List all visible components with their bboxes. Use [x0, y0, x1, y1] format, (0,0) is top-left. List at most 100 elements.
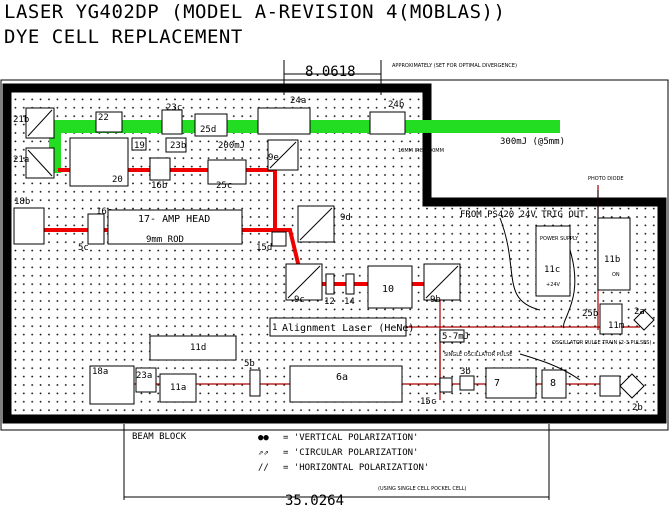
component-24b: 24b	[369, 100, 406, 135]
component-6a: 6a	[289, 365, 403, 403]
svg-text:16b: 16b	[151, 181, 167, 191]
pockels-trigger: FROM PS420 24V TRIG OUT	[460, 210, 585, 220]
svg-text:2a: 2a	[634, 307, 645, 317]
component-9d: 9d	[297, 205, 351, 243]
svg-text:2b: 2b	[632, 403, 643, 413]
component-22: 22	[95, 111, 123, 133]
alignment-laser: 1 Alignment Laser (HeNe)	[269, 317, 414, 337]
svg-text:24b: 24b	[388, 100, 404, 110]
svg-text:22: 22	[98, 113, 109, 123]
component-18b: 18b	[13, 197, 45, 245]
signal-cables	[499, 217, 581, 381]
component-15d: 15d	[256, 231, 287, 253]
component-9e: 9e	[267, 139, 299, 171]
svg-text:ON: ON	[612, 272, 620, 278]
svg-text:20: 20	[112, 175, 123, 185]
svg-text:7: 7	[494, 378, 500, 389]
svg-text:11m: 11m	[608, 321, 624, 331]
svg-text:23a: 23a	[136, 371, 152, 381]
component-9c: 9c	[285, 263, 323, 305]
svg-text:17- AMP HEAD: 17- AMP HEAD	[138, 214, 210, 225]
polarization-legend: ●● = 'VERTICAL POLARIZATION' ⇗⇗ = 'CIRCU…	[258, 433, 429, 473]
svg-text:11a: 11a	[170, 383, 186, 393]
top-dimension-note: APPROXIMATELY (SET FOR OPTIMAL DIVERGENC…	[392, 63, 517, 69]
svg-text:11d: 11d	[190, 343, 206, 353]
bottom-dimension: 35.0264 (USING SINGLE CELL POCKEL CELL)	[123, 424, 550, 507]
svg-text:POWER SUPPLY: POWER SUPPLY	[540, 236, 579, 242]
component-5: 5-7mJ	[439, 329, 469, 343]
component-21a: 21a	[13, 147, 55, 179]
svg-text:21a: 21a	[13, 155, 29, 165]
bottom-dimension-note: (USING SINGLE CELL POCKEL CELL)	[378, 486, 467, 492]
component-2a: 2a	[633, 307, 655, 331]
photo-diode: PHOTO DIODE	[588, 176, 624, 182]
component-23c: 23c	[161, 103, 183, 135]
svg-text:3b: 3b	[460, 367, 471, 377]
svg-text:9mm ROD: 9mm ROD	[146, 235, 184, 245]
svg-text:10: 10	[382, 284, 394, 295]
component-15c: 15c	[420, 377, 453, 407]
iris-label: 10MM IRIS 500MM	[398, 148, 444, 154]
svg-text:9d: 9d	[340, 213, 351, 223]
component-20: 20	[69, 137, 129, 187]
component-11c-power-supply: POWER SUPPLY 11c +24V	[535, 225, 579, 297]
green-beam-label: 300mJ (@5mm)	[500, 137, 565, 147]
svg-text:5-7mJ: 5-7mJ	[442, 332, 469, 342]
legend-vertical: = 'VERTICAL POLARIZATION'	[283, 433, 418, 443]
svg-text:11b: 11b	[604, 255, 620, 265]
component-18a: 18a	[89, 365, 135, 405]
title-line-2: DYE CELL REPLACEMENT	[4, 26, 243, 48]
svg-text:9c: 9c	[294, 295, 305, 305]
svg-text:12: 12	[324, 297, 335, 307]
component-16b: 16b	[149, 157, 171, 191]
component-5c: 5c	[78, 243, 89, 253]
beam-block-text: BEAM BLOCK	[132, 432, 187, 442]
legend-horizontal-symbol: //	[258, 463, 269, 473]
svg-text:11c: 11c	[544, 265, 560, 275]
component-3b: 3b	[459, 367, 475, 391]
svg-text:15d: 15d	[256, 243, 272, 253]
top-dimension: 8.0618 APPROXIMATELY (SET FOR OPTIMAL DI…	[283, 60, 517, 95]
svg-text:25b: 25b	[582, 309, 598, 319]
legend-horizontal: = 'HORIZONTAL POLARIZATION'	[283, 463, 429, 473]
svg-text:1: 1	[272, 323, 277, 333]
component-14: 14	[344, 273, 355, 307]
top-dimension-value: 8.0618	[305, 64, 356, 80]
component-5b: 5b	[244, 359, 261, 397]
component-11d: 11d	[149, 335, 237, 361]
component-16c: 16c	[87, 207, 112, 245]
energy-200: 200mJ	[218, 141, 245, 151]
legend-circular: = 'CIRCULAR POLARIZATION'	[283, 448, 418, 458]
svg-text:16c: 16c	[96, 207, 112, 217]
svg-text:9b: 9b	[430, 295, 441, 305]
svg-text:23b: 23b	[170, 141, 186, 151]
component-25b: 25b 11m	[582, 303, 624, 335]
svg-text:9e: 9e	[268, 153, 279, 163]
osc-train-label: OSCILLATOR PULSE TRAIN (2-3 PULSES)	[552, 340, 651, 346]
beam-block-label: BEAM BLOCK	[132, 432, 187, 442]
svg-text:18b: 18b	[14, 197, 30, 207]
component-21b: 21b	[13, 107, 55, 139]
component-24a: 24a	[257, 96, 311, 135]
table-outer-frame	[0, 79, 669, 431]
legend-vertical-symbol: ●●	[258, 433, 269, 443]
component-23b: 23b	[165, 137, 187, 153]
svg-text:18a: 18a	[92, 367, 108, 377]
svg-text:15c: 15c	[420, 397, 436, 407]
component-2b-mirror: 2b	[599, 373, 645, 413]
component-9b: 9b	[423, 263, 461, 305]
single-osc-label: SINGLE OSCILLATOR PULSE	[444, 352, 512, 358]
component-12: 12	[324, 273, 335, 307]
component-11b: 11b ON	[597, 217, 631, 291]
component-8: 8	[541, 369, 567, 399]
legend-circular-symbol: ⇗⇗	[258, 448, 269, 458]
svg-text:25c: 25c	[216, 181, 232, 191]
svg-text:6a: 6a	[336, 372, 348, 383]
svg-text:23c: 23c	[166, 103, 182, 113]
component-25c: 25c	[207, 159, 247, 191]
svg-text:14: 14	[344, 297, 355, 307]
component-17-amp-head: 17- AMP HEAD 9mm ROD	[107, 209, 243, 245]
svg-text:24a: 24a	[290, 96, 306, 106]
component-11a: 11a	[159, 373, 197, 403]
